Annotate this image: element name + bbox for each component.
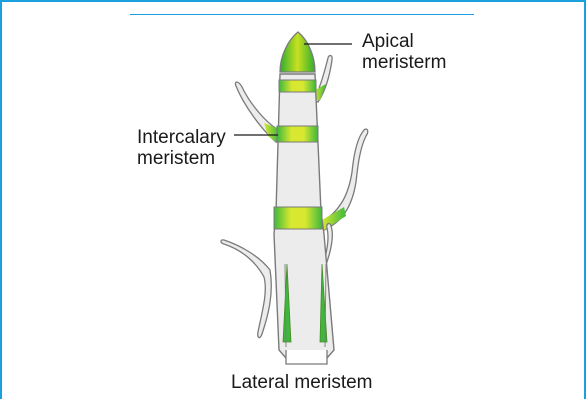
label-lateral-meristem: Lateral meristem (231, 372, 373, 393)
label-apical-line2: meristerm (362, 52, 446, 73)
stem-base (286, 350, 327, 364)
label-intercalary-line1: Intercalary (137, 127, 226, 148)
label-apical-line1: Apical (362, 31, 446, 52)
label-intercalary-line2: meristem (137, 148, 226, 169)
band-lower (274, 207, 322, 229)
leaf-upper-right (314, 56, 332, 102)
leaf-middle-right (322, 129, 368, 230)
apical-meristem-tip (280, 32, 315, 72)
band-upper (279, 80, 316, 92)
leaf-lower-left (221, 240, 271, 338)
label-apical-meristem: Apical meristerm (362, 31, 446, 73)
band-intercalary (277, 126, 318, 142)
label-intercalary-meristem: Intercalary meristem (137, 127, 226, 169)
leaf-upper-left (235, 82, 279, 142)
